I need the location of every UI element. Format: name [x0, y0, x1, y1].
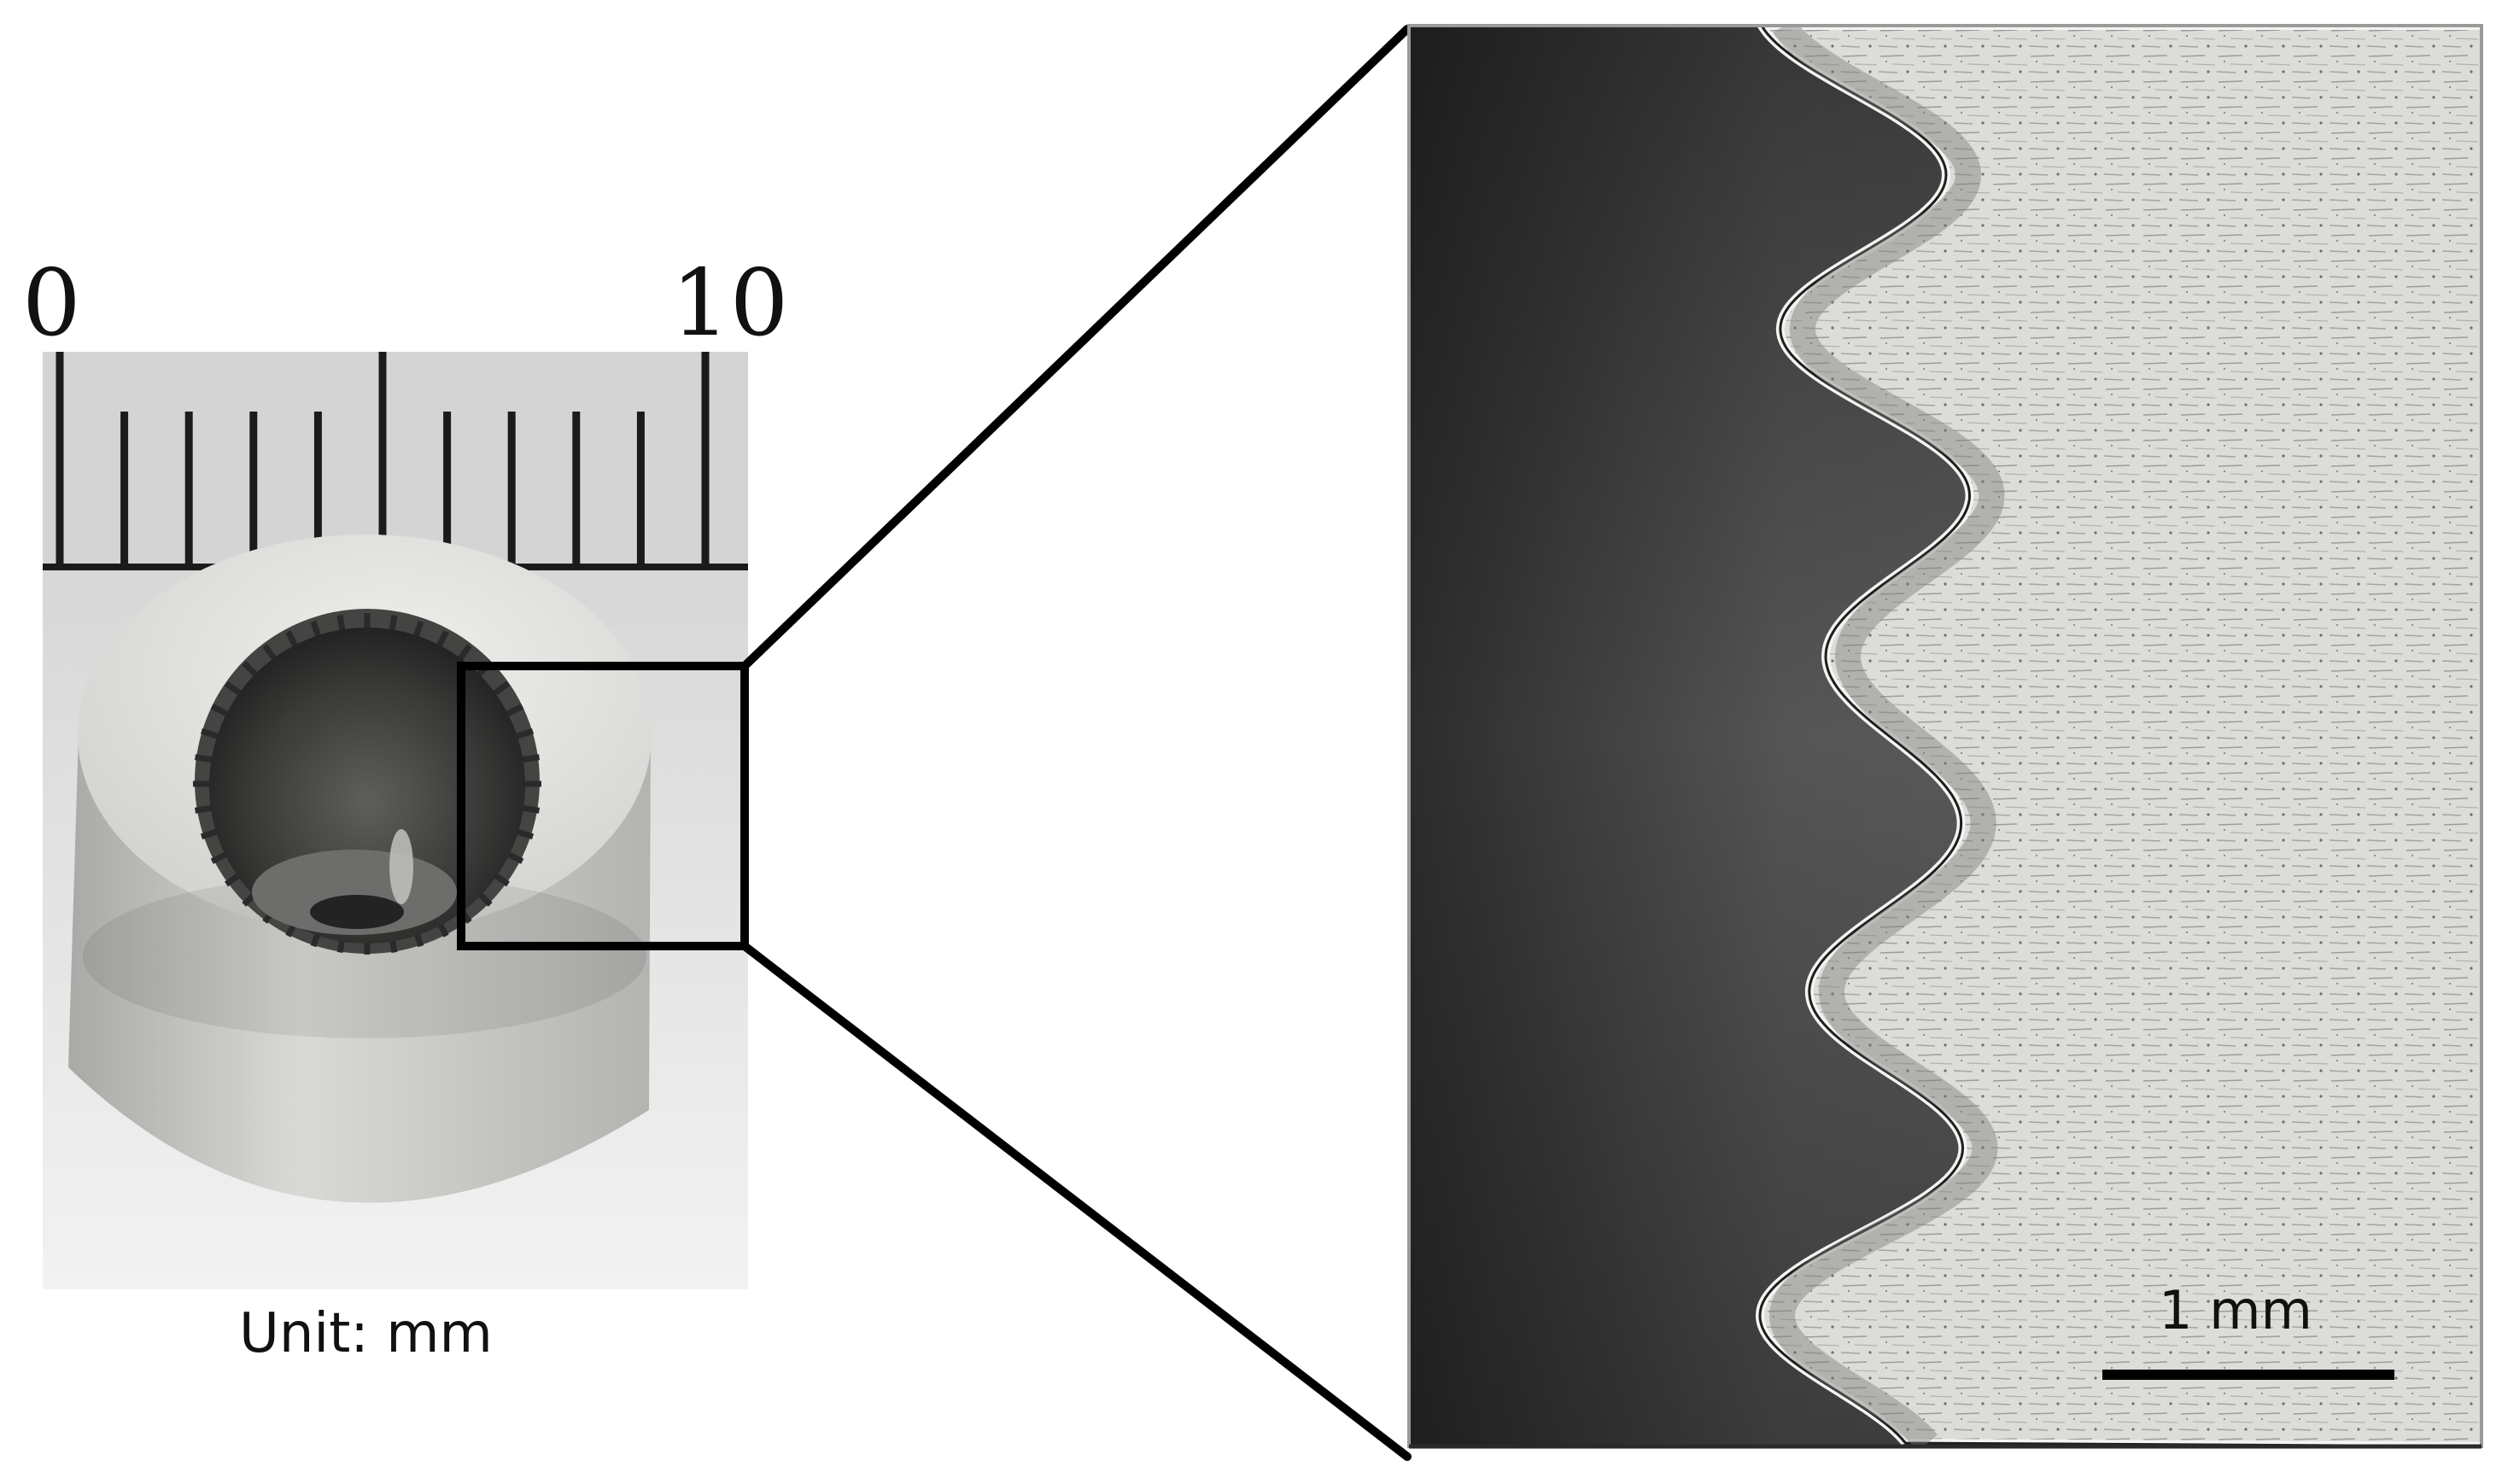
bore-through-hole: [310, 895, 404, 929]
zoom-region-box: [457, 662, 749, 950]
ruler-label-start: 0: [22, 250, 81, 357]
tooth-fringe: [1768, 26, 2005, 1446]
cylinder-shadow: [83, 874, 646, 1038]
micrograph: [1409, 26, 2482, 1446]
ruler-strip: [43, 352, 748, 567]
zoom-connector-bottom: [740, 942, 1412, 1461]
gear-teeth-profile: [1755, 26, 2482, 1446]
sample-photo: [43, 352, 748, 1289]
metal-edge: [1758, 26, 2482, 1446]
cylinder-sample: [68, 535, 652, 1203]
bore-highlight: [389, 829, 413, 904]
ruler-ticks: [56, 352, 710, 567]
scale-bar-label: 1 mm: [2159, 1279, 2312, 1341]
ruler-label-end: 10: [671, 250, 789, 357]
zoom-connector-top: [740, 25, 1412, 670]
unit-caption: Unit: mm: [239, 1302, 493, 1365]
